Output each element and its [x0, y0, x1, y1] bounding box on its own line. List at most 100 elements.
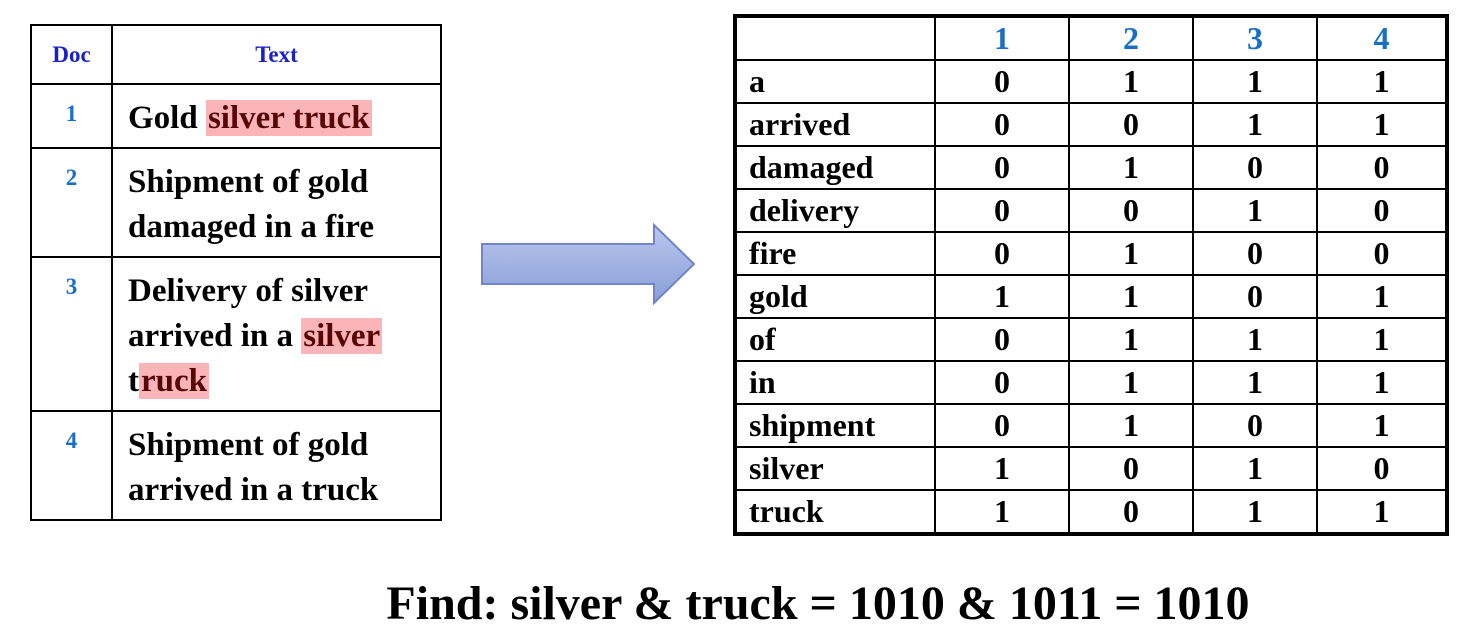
documents-header-row: Doc Text [30, 24, 442, 85]
matrix-value: 1 [1068, 59, 1194, 104]
matrix-term: shipment [734, 403, 936, 448]
text-segment: arrived in a [128, 318, 302, 354]
matrix-term: in [734, 360, 936, 405]
matrix-term: of [734, 317, 936, 362]
document-row: 4 Shipment of gold arrived in a truck [30, 410, 442, 521]
matrix-value: 1 [1068, 231, 1194, 276]
matrix-value: 1 [1192, 59, 1318, 104]
document-text-line: Shipment of gold [128, 423, 426, 468]
matrix-doc-column-header: 4 [1316, 15, 1448, 61]
text-segment: Delivery of silver [128, 273, 369, 309]
matrix-value: 0 [1068, 102, 1194, 147]
document-text-line: Delivery of silver [128, 269, 426, 314]
document-text-line: Gold silver truck [128, 96, 426, 141]
document-text: Shipment of gold damaged in a fire [111, 147, 442, 258]
matrix-doc-column-header: 2 [1068, 15, 1194, 61]
matrix-value: 0 [934, 403, 1070, 448]
matrix-value: 1 [1192, 489, 1318, 535]
matrix-value: 1 [1192, 446, 1318, 491]
document-id: 3 [30, 256, 113, 412]
text-column-header: Text [111, 24, 442, 85]
document-text-line: arrived in a truck [128, 468, 426, 513]
matrix-value: 1 [934, 489, 1070, 535]
document-text-line: damaged in a fire [128, 205, 426, 250]
matrix-value: 1 [1316, 102, 1448, 147]
matrix-value: 1 [1192, 360, 1318, 405]
text-segment: Shipment of gold [128, 164, 369, 200]
matrix-value: 0 [1068, 446, 1194, 491]
document-id: 1 [30, 83, 113, 149]
matrix-value: 1 [1068, 317, 1194, 362]
matrix-value: 0 [934, 102, 1070, 147]
text-segment: t [128, 363, 139, 399]
matrix-doc-column-header: 1 [934, 15, 1070, 61]
matrix-value: 0 [934, 145, 1070, 190]
matrix-value: 1 [934, 446, 1070, 491]
document-id: 4 [30, 410, 113, 521]
matrix-value: 1 [1068, 360, 1194, 405]
matrix-value: 0 [934, 231, 1070, 276]
matrix-value: 0 [1192, 145, 1318, 190]
doc-column-header: Doc [30, 24, 113, 85]
matrix-value: 1 [1316, 360, 1448, 405]
text-segment: Shipment of gold [128, 427, 369, 463]
matrix-value: 0 [1192, 403, 1318, 448]
matrix-value: 0 [1068, 188, 1194, 233]
matrix-value: 1 [1192, 188, 1318, 233]
query-formula: Find: silver & truck = 1010 & 1011 = 101… [386, 577, 1250, 630]
text-segment: arrived in a truck [128, 472, 379, 508]
matrix-value: 0 [1316, 145, 1448, 190]
arrow-shape [481, 222, 696, 306]
matrix-value: 1 [1192, 102, 1318, 147]
matrix-value: 1 [1316, 317, 1448, 362]
matrix-term: truck [734, 489, 936, 535]
highlighted-term: ruck [139, 363, 209, 399]
document-text-line: arrived in a silver [128, 314, 426, 359]
text-segment: Gold [128, 100, 206, 136]
matrix-value: 0 [934, 360, 1070, 405]
matrix-term: damaged [734, 145, 936, 190]
matrix-value: 1 [1316, 274, 1448, 319]
matrix-term: gold [734, 274, 936, 319]
matrix-value: 1 [1068, 145, 1194, 190]
matrix-value: 1 [1316, 403, 1448, 448]
right-arrow-icon [481, 222, 696, 306]
document-text: Gold silver truck [111, 83, 442, 149]
document-text: Shipment of gold arrived in a truck [111, 410, 442, 521]
text-segment: damaged in a fire [128, 209, 374, 245]
highlighted-term: silver truck [205, 100, 372, 136]
matrix-term: arrived [734, 102, 936, 147]
matrix-value: 0 [934, 59, 1070, 104]
document-text-line: truck [128, 359, 426, 404]
matrix-value: 0 [1068, 489, 1194, 535]
document-text-line: Shipment of gold [128, 160, 426, 205]
matrix-value: 0 [934, 188, 1070, 233]
matrix-value: 0 [1192, 274, 1318, 319]
matrix-value: 1 [1316, 59, 1448, 104]
matrix-value: 0 [1316, 188, 1448, 233]
highlighted-term: silver [301, 318, 383, 354]
matrix-term: silver [734, 446, 936, 491]
matrix-value: 1 [934, 274, 1070, 319]
matrix-value: 1 [1316, 489, 1448, 535]
matrix-value: 1 [1192, 317, 1318, 362]
matrix-term: a [734, 59, 936, 104]
matrix-value: 1 [1068, 403, 1194, 448]
matrix-value: 0 [934, 317, 1070, 362]
matrix-value: 0 [1192, 231, 1318, 276]
matrix-corner-cell [734, 15, 936, 61]
matrix-doc-column-header: 3 [1192, 15, 1318, 61]
